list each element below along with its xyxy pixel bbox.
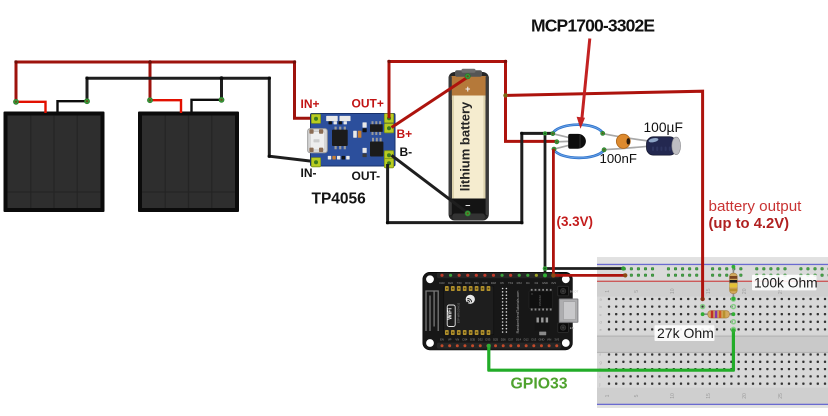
svg-text:VN: VN: [455, 338, 459, 342]
svg-text:RandomNerdTutorials.com: RandomNerdTutorials.com: [516, 291, 520, 334]
svg-text:D27: D27: [508, 338, 513, 342]
svg-text:15: 15: [706, 393, 712, 399]
svg-text:D26: D26: [501, 338, 506, 342]
svg-text:+: +: [465, 84, 470, 94]
svg-text:g: g: [600, 359, 602, 364]
svg-text:D21: D21: [474, 281, 479, 285]
svg-text:3V3: 3V3: [554, 338, 559, 342]
svg-text:IN+: IN+: [301, 97, 320, 111]
svg-text:j: j: [599, 381, 601, 386]
svg-text:D33: D33: [485, 338, 490, 342]
svg-text:EN: EN: [440, 338, 444, 342]
svg-text:CP2102: CP2102: [538, 295, 542, 306]
svg-text:D22: D22: [448, 281, 453, 285]
svg-text:−: −: [465, 201, 470, 211]
svg-text:MCP1700-3302E: MCP1700-3302E: [531, 15, 654, 35]
svg-text:10: 10: [670, 288, 676, 294]
svg-text:e: e: [600, 327, 603, 332]
svg-text:d: d: [600, 319, 602, 324]
svg-text:D18: D18: [491, 281, 496, 285]
svg-text:D19: D19: [482, 281, 487, 285]
svg-text:B+: B+: [397, 127, 413, 141]
svg-text:20: 20: [742, 288, 748, 294]
svg-text:VIN: VIN: [547, 338, 552, 342]
svg-text:D2: D2: [535, 281, 539, 285]
svg-text:ESP-WROOM-32: ESP-WROOM-32: [457, 302, 461, 323]
svg-text:BOOT: BOOT: [570, 290, 579, 294]
svg-text:b: b: [600, 304, 603, 309]
svg-text:TX2: TX2: [508, 281, 513, 285]
svg-text:GND: GND: [542, 281, 548, 285]
svg-text:a: a: [600, 297, 603, 302]
svg-text:25: 25: [778, 393, 784, 399]
svg-text:1: 1: [605, 290, 611, 293]
svg-text:100k Ohm: 100k Ohm: [754, 276, 818, 291]
svg-text:15: 15: [706, 288, 712, 294]
svg-text:20: 20: [742, 393, 748, 399]
svg-text:GPIO33: GPIO33: [511, 375, 568, 392]
svg-text:f: f: [600, 352, 602, 357]
svg-text:VP: VP: [448, 338, 452, 342]
svg-text:i: i: [600, 374, 601, 379]
svg-text:EN: EN: [570, 326, 574, 330]
svg-text:D13: D13: [531, 338, 536, 342]
svg-text:D5: D5: [500, 281, 504, 285]
svg-text:100µF: 100µF: [644, 120, 683, 135]
svg-text:100nF: 100nF: [600, 151, 637, 166]
svg-text:5: 5: [634, 394, 640, 397]
svg-text:lithium battery: lithium battery: [458, 101, 473, 191]
svg-text:c: c: [600, 312, 602, 317]
svg-text:TP4056: TP4056: [312, 191, 367, 208]
svg-text:OUT-: OUT-: [352, 169, 381, 183]
svg-text:GND: GND: [538, 338, 544, 342]
svg-text:(up to 4.2V): (up to 4.2V): [709, 216, 790, 232]
svg-text:D14: D14: [516, 338, 521, 342]
svg-text:D12: D12: [524, 338, 529, 342]
svg-text:1: 1: [605, 394, 611, 397]
svg-text:D25: D25: [493, 338, 498, 342]
svg-text:WiFi: WiFi: [447, 307, 453, 319]
svg-text:D4: D4: [526, 281, 530, 285]
svg-text:OUT+: OUT+: [352, 96, 384, 110]
svg-text:(3.3V): (3.3V): [557, 214, 593, 229]
svg-text:RX0: RX0: [465, 281, 471, 285]
svg-text:IN-: IN-: [301, 166, 317, 180]
svg-text:battery output: battery output: [709, 198, 803, 215]
svg-text:25: 25: [778, 288, 784, 294]
svg-text:RX2: RX2: [517, 281, 523, 285]
svg-text:TX0: TX0: [457, 281, 462, 285]
svg-text:D32: D32: [478, 338, 483, 342]
svg-text:D23: D23: [440, 281, 445, 285]
svg-text:5: 5: [634, 290, 640, 293]
svg-text:B-: B-: [400, 145, 413, 159]
svg-text:27k Ohm: 27k Ohm: [657, 325, 714, 341]
svg-text:D34: D34: [462, 338, 467, 342]
svg-text:10: 10: [670, 393, 676, 399]
svg-text:3V3: 3V3: [551, 281, 556, 285]
svg-text:D35: D35: [470, 338, 475, 342]
